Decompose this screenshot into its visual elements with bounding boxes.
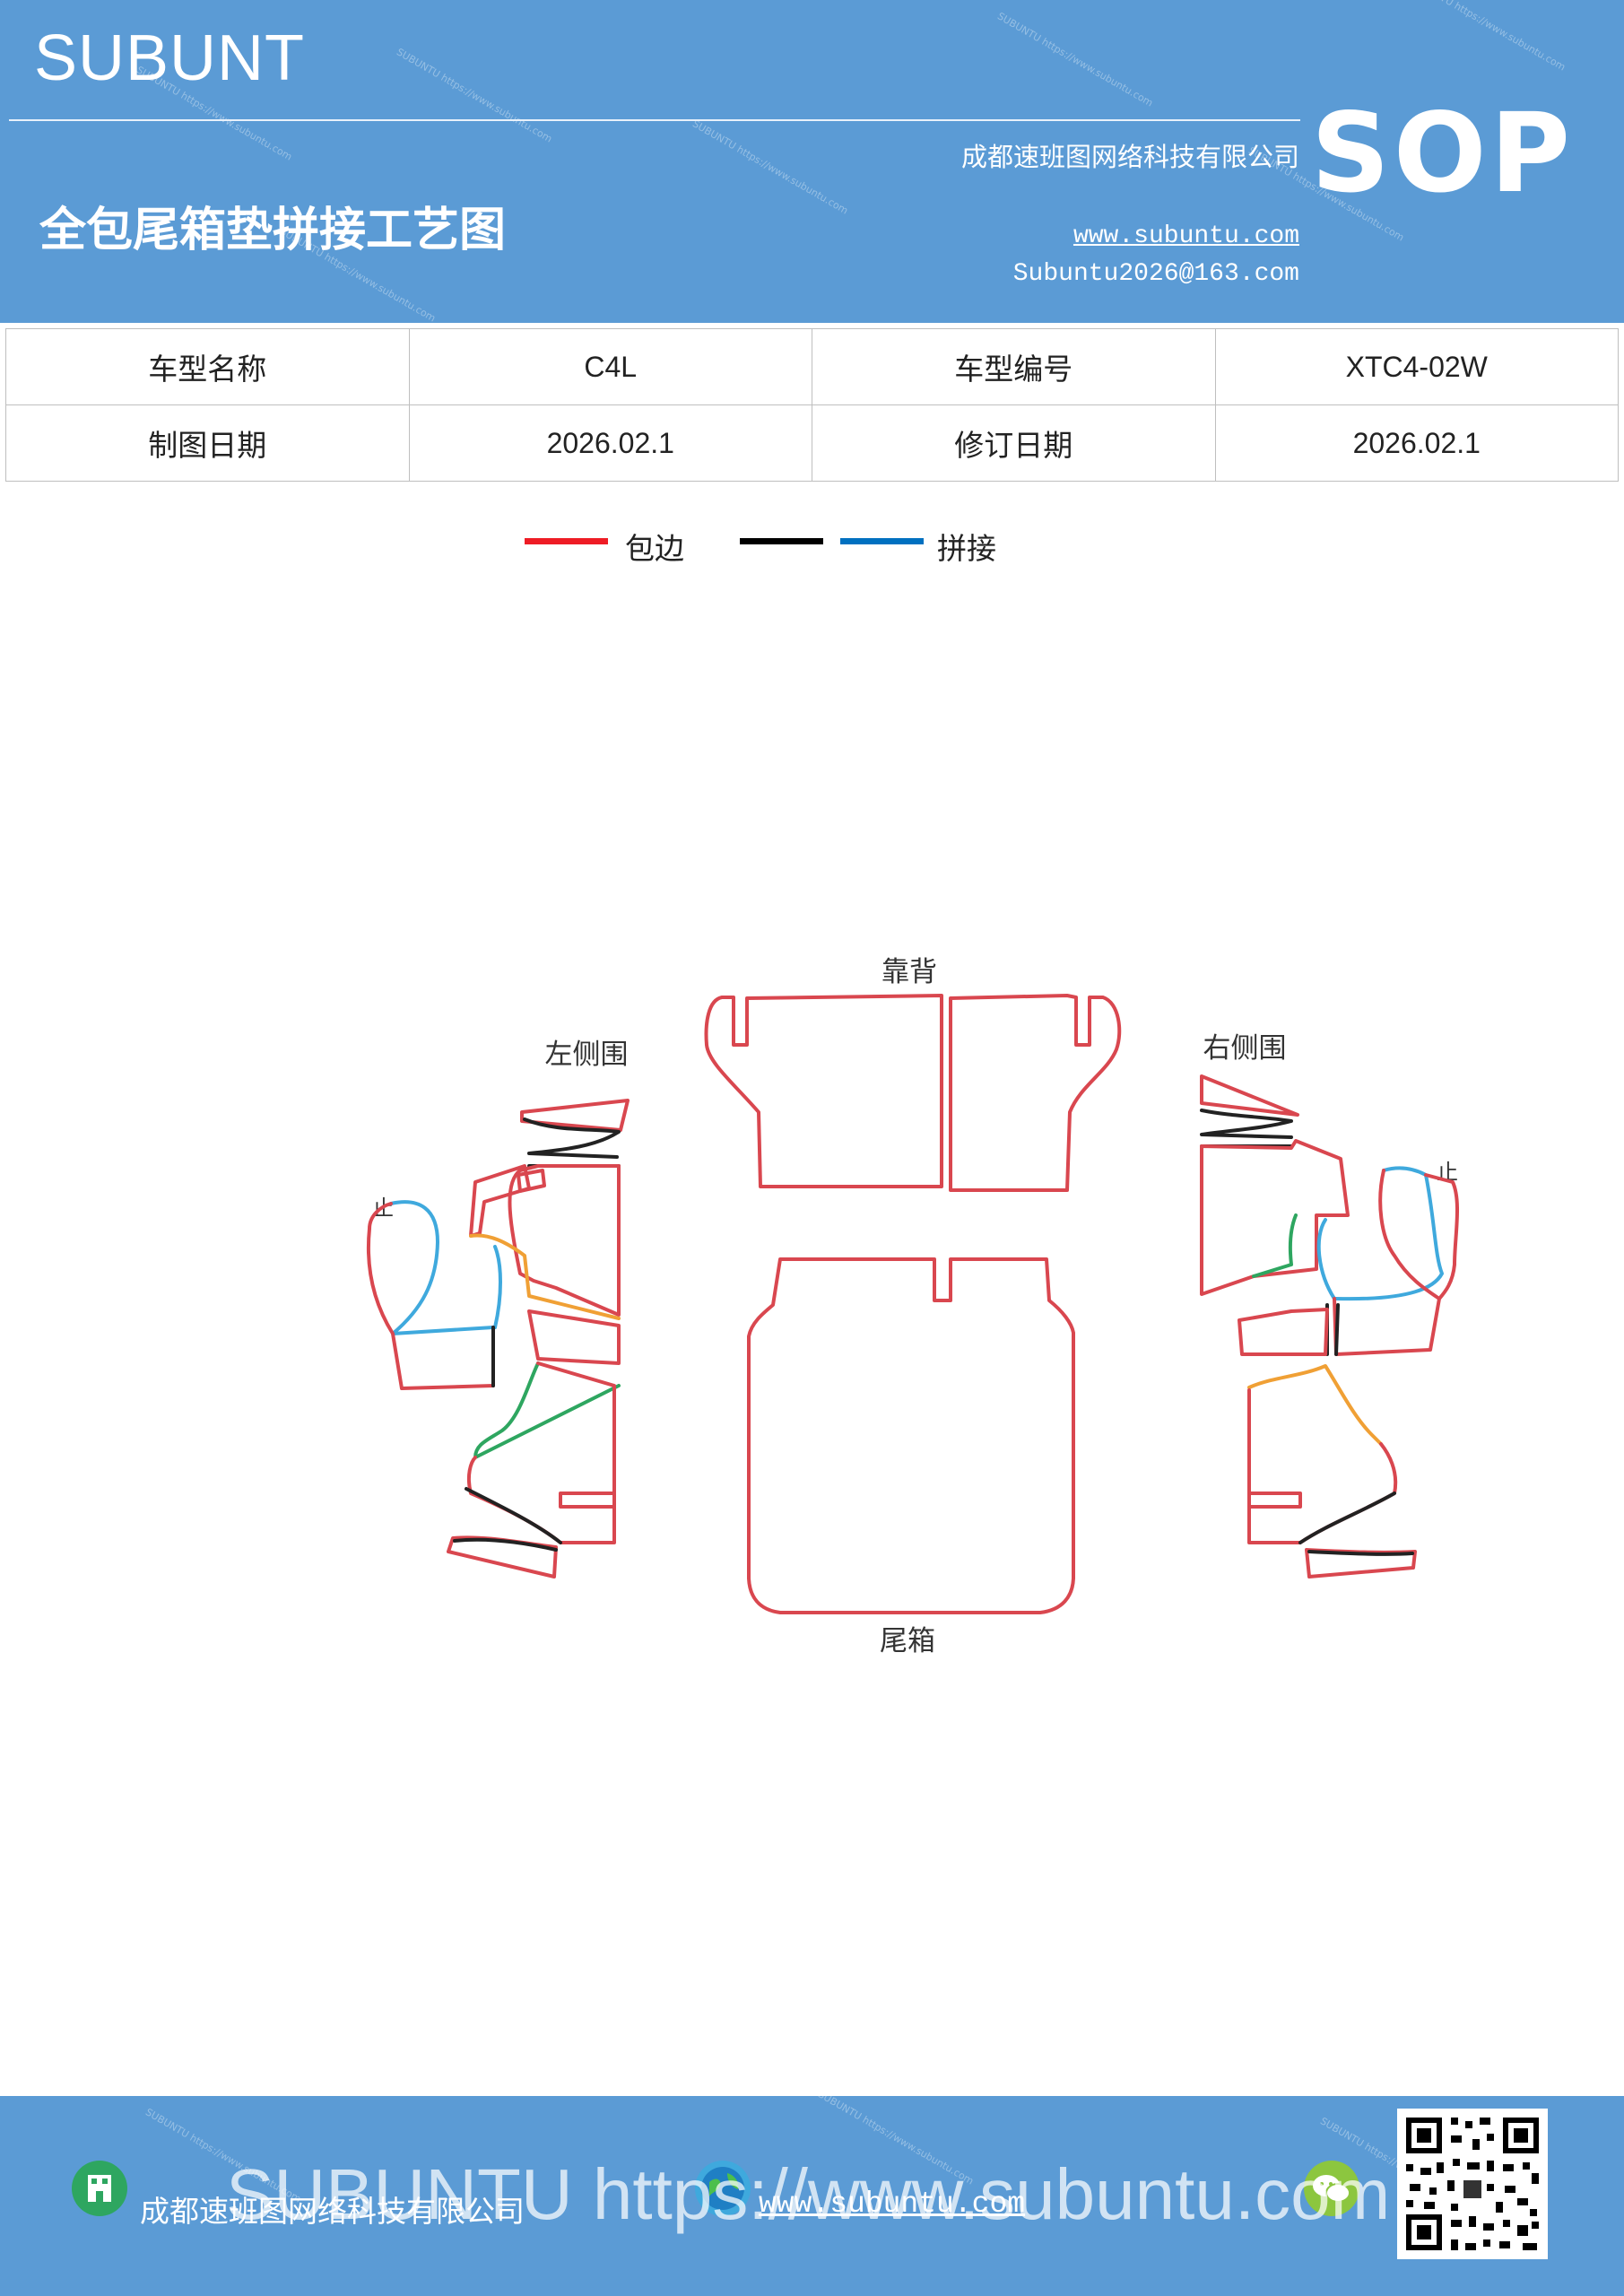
right-blue-inner-seam <box>1316 1218 1336 1300</box>
website-link[interactable]: www.subuntu.com <box>1073 222 1299 250</box>
right-middle-panel <box>1238 1308 1329 1356</box>
left-foot-seam <box>453 1537 558 1552</box>
info-value-cell: 2026.02.1 <box>408 404 812 482</box>
legend-binding-label: 包边 <box>625 531 684 566</box>
right-side-label: 右侧围 <box>1203 1032 1287 1065</box>
email-link[interactable]: Subuntu2026@163.com <box>1012 260 1299 288</box>
page-title: 全包尾箱垫拼接工艺图 <box>39 203 507 257</box>
legend-binding-swatch <box>525 538 608 544</box>
left-side-label: 左侧围 <box>545 1039 629 1071</box>
header-banner: SUBUNTU https://www.subuntu.com SUBUNTU … <box>0 0 1624 323</box>
left-upper-panel <box>469 1164 621 1317</box>
legend-splice-swatch <box>840 538 924 544</box>
info-value-cell: 2026.02.1 <box>1214 404 1619 482</box>
left-blue-seam <box>389 1200 495 1335</box>
qr-code[interactable] <box>1397 2109 1548 2259</box>
backrest-right-panel <box>949 994 1122 1192</box>
footer-company-name: 成都速班图网络科技有限公司 <box>140 2194 525 2229</box>
legend-splice-label: 拼接 <box>937 531 996 566</box>
backrest-label: 靠背 <box>881 956 937 988</box>
company-name: 成都速班图网络科技有限公司 <box>960 142 1299 172</box>
left-bottom-seam <box>465 1487 562 1544</box>
info-label-cell: 修订日期 <box>812 404 1216 482</box>
left-blue-inner-seam <box>493 1245 502 1329</box>
legend-black-swatch <box>740 538 823 544</box>
brand-name: SUBUNT <box>34 22 306 94</box>
wechat-icon <box>1304 2161 1359 2216</box>
right-bottom-seam <box>1298 1492 1396 1544</box>
right-orange-seam <box>1247 1364 1383 1446</box>
left-outer-panel <box>366 1202 495 1390</box>
right-top-strip <box>1200 1074 1299 1117</box>
right-blue-seam <box>1334 1166 1444 1301</box>
left-top-strip <box>520 1099 630 1132</box>
info-value-cell: C4L <box>408 328 812 405</box>
trunk-floor-panel <box>747 1257 1075 1614</box>
globe-icon <box>695 2161 751 2216</box>
right-green-seam <box>1252 1213 1298 1278</box>
header-divider <box>9 119 1300 121</box>
left-orange-seam <box>469 1233 621 1320</box>
info-label-cell: 车型编号 <box>812 328 1216 405</box>
footer-banner: SUBUNTU https://www.subuntu.com SUBUNTU … <box>0 2096 1624 2296</box>
right-upper-panel <box>1200 1139 1350 1296</box>
left-small-tab <box>517 1169 546 1193</box>
right-foot-seam <box>1307 1550 1414 1556</box>
right-outer-panel <box>1333 1169 1460 1356</box>
left-middle-panel <box>527 1309 621 1365</box>
left-lower-panel <box>466 1361 616 1544</box>
left-top-seam <box>523 1118 621 1159</box>
legend: 包边 拼接 <box>525 525 1152 570</box>
footer-website-link[interactable]: www.subuntu.com <box>759 2187 1026 2221</box>
info-label-cell: 车型名称 <box>5 328 410 405</box>
trunk-label: 尾箱 <box>880 1625 935 1657</box>
right-top-seam <box>1200 1109 1293 1139</box>
backrest-left-panel <box>704 994 943 1188</box>
mat-splice-diagram: 靠背 左侧围 右侧围 尾箱 止 止 <box>366 956 1460 1657</box>
info-label-cell: 制图日期 <box>5 404 410 482</box>
info-value-cell: XTC4-02W <box>1214 328 1619 405</box>
sop-badge: SOP <box>1311 90 1574 217</box>
left-foot-strip <box>447 1535 558 1578</box>
right-lower-panel <box>1247 1388 1398 1544</box>
footer-watermark-text: SUBUNTU https://www.subuntu.com <box>226 2154 1391 2234</box>
company-building-icon <box>72 2161 127 2216</box>
left-green-seam <box>473 1361 621 1459</box>
